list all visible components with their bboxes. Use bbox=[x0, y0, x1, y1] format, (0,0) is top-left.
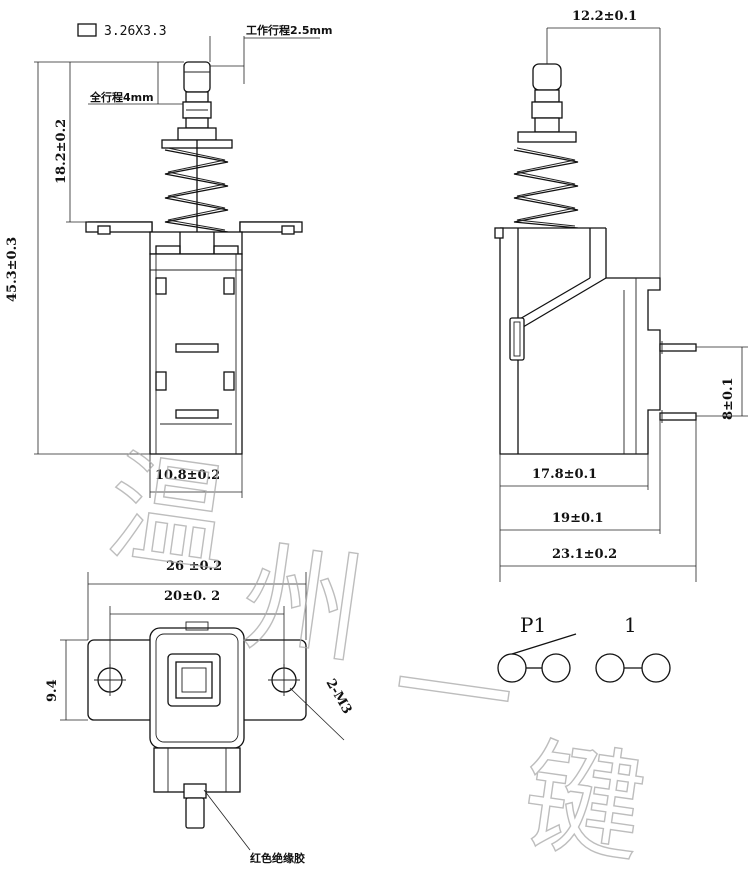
watermark-char-1: 温 bbox=[99, 437, 237, 591]
label-dim-8: 8±0.1 bbox=[721, 377, 736, 420]
watermark-char-4: 键 bbox=[514, 726, 652, 879]
label-dim-45-3: 45.3±0.3 bbox=[5, 237, 20, 302]
front-view bbox=[34, 23, 320, 498]
label-dim-12-2: 12.2±0.1 bbox=[572, 9, 637, 24]
label-holes: 2-M3 bbox=[323, 677, 355, 717]
label-dim-20: 20±0. 2 bbox=[164, 589, 220, 604]
label-dim-18-2: 18.2±0.2 bbox=[54, 119, 69, 184]
label-dim-17-8: 17.8±0.1 bbox=[532, 467, 597, 482]
watermark-char-3: 一 bbox=[384, 618, 522, 772]
label-dim-26: 26 ±0.2 bbox=[166, 559, 222, 574]
label-pin-1: 1 bbox=[624, 613, 637, 637]
switch-schematic bbox=[497, 633, 671, 683]
label-dim-10-8: 10.8±0.2 bbox=[155, 468, 220, 483]
top-view bbox=[60, 572, 345, 851]
label-full-travel: 全行程4mm bbox=[89, 90, 154, 104]
label-work-travel: 工作行程2.5mm bbox=[246, 23, 332, 37]
side-view bbox=[494, 27, 748, 582]
label-dim-9-4: 9.4 bbox=[45, 679, 60, 702]
label-dim-19: 19±0.1 bbox=[552, 511, 604, 526]
label-dim-23-1: 23.1±0.2 bbox=[552, 547, 617, 562]
watermark-char-2: 州 bbox=[234, 528, 372, 682]
label-pin-p1: P1 bbox=[520, 613, 546, 637]
label-red-insulator: 红色绝缘胶 bbox=[250, 851, 305, 865]
label-section-size: 3.26X3.3 bbox=[104, 24, 167, 39]
watermark: 温 州 一 键 bbox=[98, 436, 653, 879]
